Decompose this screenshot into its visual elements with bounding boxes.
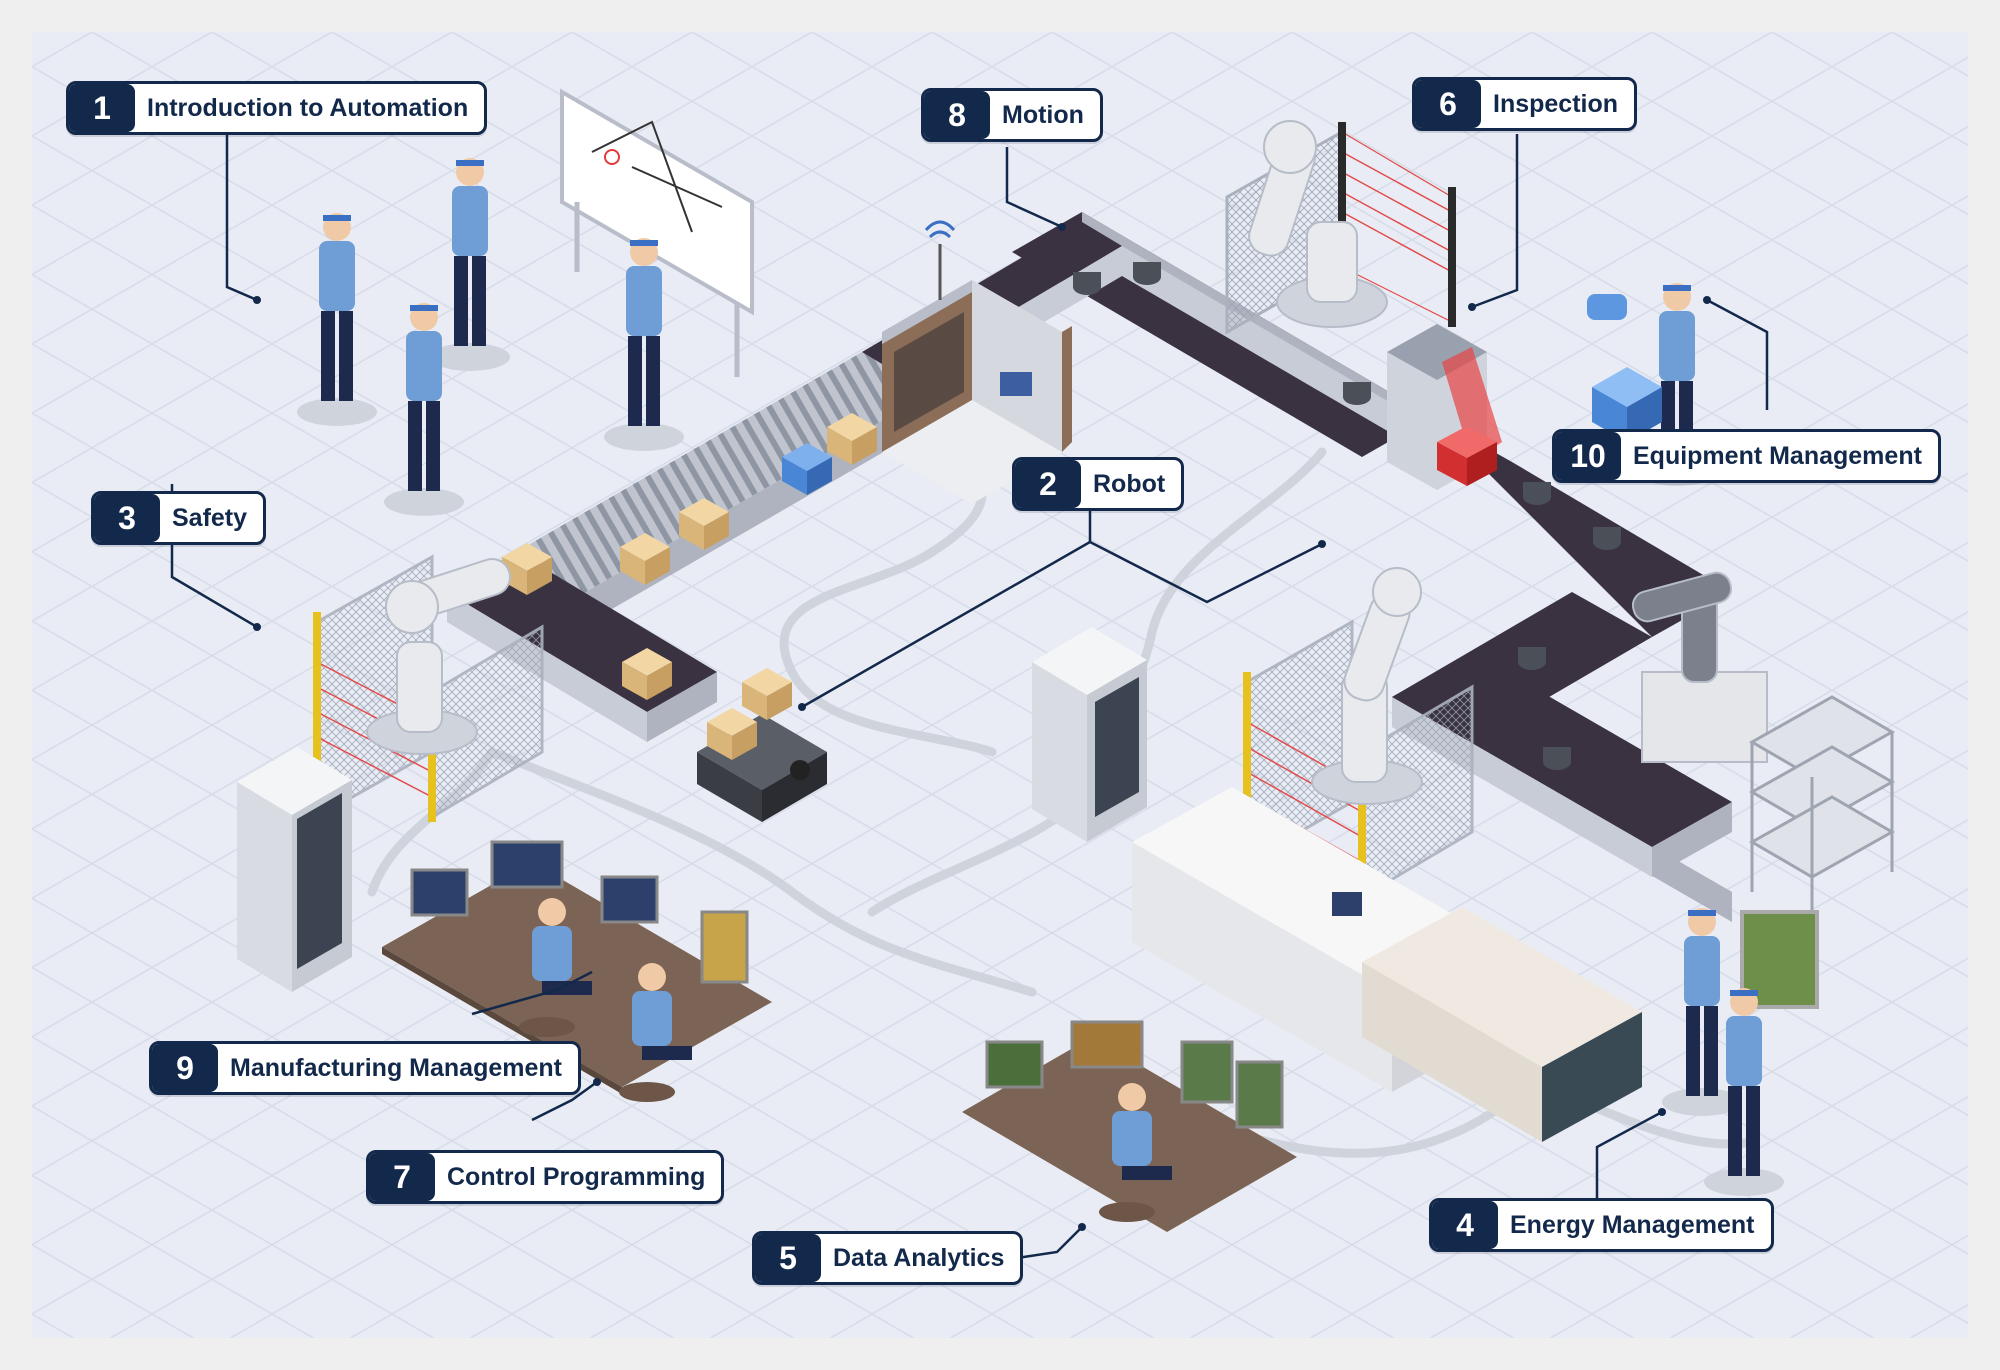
cabinet-left (237, 747, 352, 992)
worker (604, 238, 684, 451)
callout-label: Equipment Management (1633, 441, 1922, 470)
equipment-cubes (1587, 294, 1662, 442)
callout-data-analytics: 5 Data Analytics (752, 1231, 1024, 1285)
conveyor-parts (1073, 262, 1621, 770)
belt-right (1432, 417, 1732, 637)
robot-arms (366, 120, 1768, 805)
callout-safety: 3 Safety (91, 491, 267, 545)
worker (1704, 988, 1784, 1196)
callout-label: Data Analytics (833, 1243, 1005, 1272)
callout-number: 5 (755, 1234, 821, 1282)
callout-label: Energy Management (1510, 1210, 1755, 1239)
callout-robot: 2 Robot (1012, 457, 1185, 511)
robot-arm-right (1311, 567, 1423, 805)
robot-arm-left (366, 558, 511, 755)
mobile-robot-agv (697, 668, 827, 822)
inspection-gate (1387, 324, 1502, 490)
whiteboard (560, 88, 754, 377)
leader-dots (253, 223, 1711, 1231)
callout-number: 4 (1432, 1201, 1498, 1249)
cardboard-boxes (502, 413, 877, 700)
callout-control-programming: 7 Control Programming (366, 1150, 725, 1204)
worker-seated (619, 963, 692, 1102)
callout-manufacturing-management: 9 Manufacturing Management (149, 1041, 581, 1095)
callout-number: 8 (924, 91, 990, 139)
worker-seated (1099, 1083, 1172, 1222)
production-machine (1132, 787, 1642, 1142)
callout-number: 2 (1015, 460, 1081, 508)
factory-automation-diagram: 1 Introduction to Automation 8 Motion 6 … (32, 32, 1968, 1338)
workers (297, 158, 1784, 1222)
robot-arm-top (1248, 120, 1388, 328)
callout-label: Introduction to Automation (147, 93, 469, 122)
scanner-tunnel (882, 220, 1072, 504)
callout-label: Inspection (1493, 89, 1619, 118)
callout-label: Safety (172, 503, 248, 532)
callout-motion: 8 Motion (921, 88, 1103, 142)
callout-number: 7 (369, 1153, 435, 1201)
callout-inspection: 6 Inspection (1412, 77, 1638, 131)
worker (384, 303, 464, 516)
callout-number: 3 (94, 494, 160, 542)
callout-energy-management: 4 Energy Management (1429, 1198, 1774, 1252)
callout-number: 9 (152, 1044, 218, 1092)
worker (297, 213, 377, 426)
conveyor-left-top (447, 352, 932, 632)
worker (430, 158, 510, 371)
callout-label: Motion (1002, 100, 1084, 129)
callout-number: 6 (1415, 80, 1481, 128)
parts-rack (1748, 695, 1896, 912)
robot-arm-mobile (1631, 571, 1768, 763)
factory-scene (32, 32, 1968, 1338)
callout-equipment-management: 10 Equipment Management (1552, 429, 1941, 483)
callout-number: 10 (1555, 432, 1621, 480)
worker-seated (519, 898, 592, 1037)
server-cabinets (237, 627, 1147, 992)
callout-number: 1 (69, 84, 135, 132)
callout-introduction-to-automation: 1 Introduction to Automation (66, 81, 488, 135)
callout-label: Control Programming (447, 1162, 706, 1191)
blue-parts-crate (782, 443, 832, 495)
callout-label: Robot (1093, 469, 1166, 498)
cabinet-center (1032, 627, 1147, 842)
callout-label: Manufacturing Management (230, 1053, 562, 1082)
worker (1662, 908, 1742, 1116)
